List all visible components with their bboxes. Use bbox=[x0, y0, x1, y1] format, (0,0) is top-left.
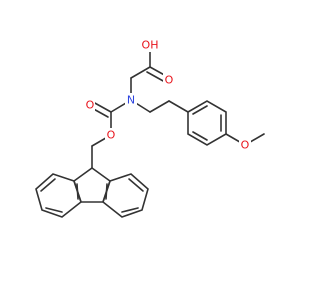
methoxyphenyl-ring-double-3 bbox=[192, 131, 208, 141]
fluorene-right-ring-double-2 bbox=[121, 207, 139, 213]
bond-ethyl-c2-ring bbox=[168, 100, 189, 113]
atom-label-oh: OH bbox=[142, 39, 159, 52]
fluorene-right-ring-double-3 bbox=[105, 183, 108, 200]
atom-label-o-acid-carbonyl: O bbox=[165, 74, 174, 87]
atom-ester-oxygen: O bbox=[105, 128, 117, 142]
atom-amine-nitrogen: N bbox=[125, 93, 137, 107]
fluorene-right-ring bbox=[102, 173, 149, 218]
atom-label-layer: OH O N O O O bbox=[84, 38, 251, 152]
fluorene-five-ring bbox=[73, 167, 111, 203]
bond-layer bbox=[35, 47, 265, 218]
atom-acid-carbonyl-oxygen: O bbox=[163, 73, 174, 87]
fluorene-left-ring-double-3 bbox=[76, 183, 79, 200]
methoxyphenyl-ring-double-1 bbox=[192, 105, 208, 115]
chemical-structure-diagram: OH O N O O O bbox=[35, 38, 265, 218]
bond-acid-c-ch2 bbox=[130, 66, 151, 79]
atom-methoxy-oxygen: O bbox=[239, 138, 251, 152]
atom-label-n: N bbox=[127, 94, 135, 107]
atom-label-o-methoxy: O bbox=[241, 139, 250, 152]
bond-ethyl-c1-c2 bbox=[149, 100, 170, 113]
bond-carbamate-c-o-double-a bbox=[92, 101, 112, 113]
fluorene-right-ring-double-1 bbox=[128, 178, 144, 192]
atom-label-o-ester: O bbox=[107, 129, 116, 142]
atom-label-o-fmoc-carbonyl: O bbox=[86, 99, 95, 112]
atom-hydroxyl-oxygen: OH bbox=[141, 38, 160, 52]
bond-acid-c-o-double-b bbox=[146, 71, 166, 83]
fluorene-left-ring-double-1 bbox=[40, 178, 56, 192]
fluorene-left-ring bbox=[35, 173, 82, 218]
fluorene-left-ring-double-2 bbox=[45, 207, 63, 213]
atom-fmoc-carbonyl-oxygen: O bbox=[84, 98, 95, 112]
